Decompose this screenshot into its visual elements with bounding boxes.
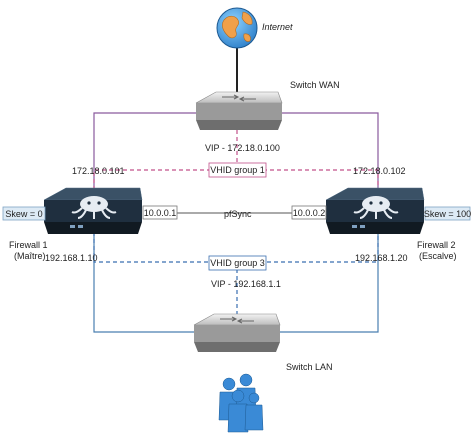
network-switch-icon xyxy=(193,313,281,352)
vip-wan-label: VIP - 172.18.0.100 xyxy=(205,143,280,153)
vip-lan-label: VIP - 192.168.1.1 xyxy=(211,279,281,289)
firewall-2-wan-ip: 172.18.0.102 xyxy=(353,166,406,176)
vhid-group-3-label: VHID group 3 xyxy=(210,258,265,268)
vhid-group-1-label: VHID group 1 xyxy=(210,165,265,175)
vhid-group-3-box: VHID group 3 xyxy=(208,255,267,271)
lan-links xyxy=(93,232,379,333)
vhid-group-3-lines xyxy=(93,232,379,318)
firewall-1-skew: Skew = 0 xyxy=(5,209,42,219)
firewall-2 xyxy=(325,187,425,234)
internet-label: Internet xyxy=(262,22,293,32)
firewall-1-sync-ip: 10.0.0.1 xyxy=(144,208,177,218)
firewall-1-wan-ip: 172.18.0.101 xyxy=(72,166,125,176)
globe-icon xyxy=(216,7,258,49)
firewall-1-name: Firewall 1 xyxy=(9,240,48,250)
switch-wan-label: Switch WAN xyxy=(290,80,340,90)
firewall-2-skew-box: Skew = 100 xyxy=(424,206,471,221)
pfsense-firewall-icon xyxy=(43,187,143,234)
vhid-group-1-box: VHID group 1 xyxy=(208,162,267,178)
switch-lan-label: Switch LAN xyxy=(286,362,333,372)
network-switch-icon xyxy=(195,91,283,130)
firewall-1-role: (Maître) xyxy=(14,251,46,261)
firewall-2-name: Firewall 2 xyxy=(417,240,456,250)
switch-wan xyxy=(195,91,283,130)
pfsync-label: pfSync xyxy=(224,209,252,219)
switch-lan xyxy=(193,313,281,352)
firewall-2-lan-ip: 192.168.1.20 xyxy=(355,253,408,263)
firewall-1-sync-box: 10.0.0.1 xyxy=(142,205,178,220)
firewall-2-sync-ip: 10.0.0.2 xyxy=(293,208,326,218)
wan-links xyxy=(93,112,379,190)
firewall-2-sync-box: 10.0.0.2 xyxy=(291,205,327,220)
firewall-1-skew-box: Skew = 0 xyxy=(2,206,46,221)
firewall-1-lan-ip: 192.168.1.10 xyxy=(45,253,98,263)
firewall-2-role: (Escalve) xyxy=(419,251,457,261)
pfsense-firewall-icon xyxy=(325,187,425,234)
vhid-group-1-lines xyxy=(93,130,379,190)
firewall-1 xyxy=(43,187,143,234)
firewall-2-skew: Skew = 100 xyxy=(424,209,471,219)
users-icon xyxy=(218,373,264,433)
